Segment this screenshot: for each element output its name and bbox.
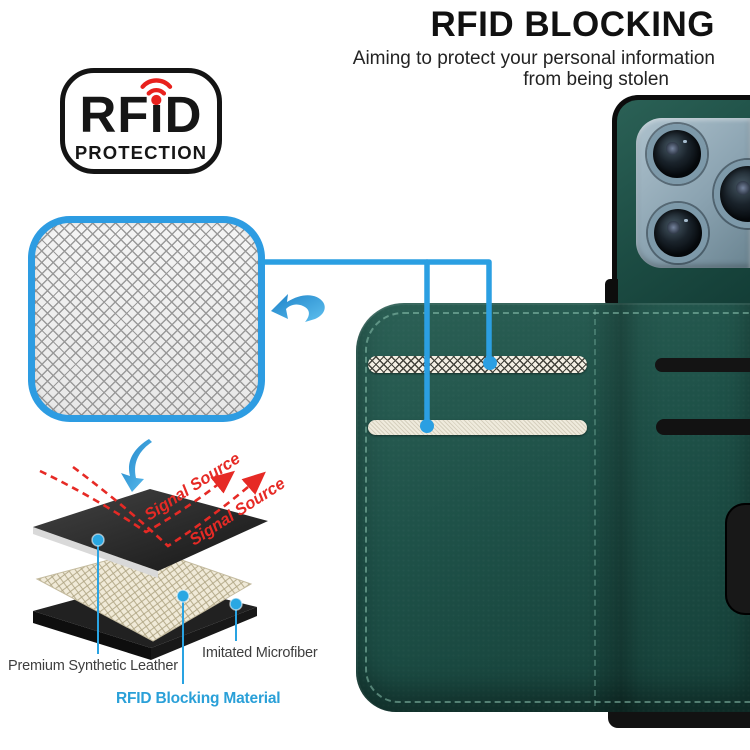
wallet-case	[356, 303, 750, 712]
signal-arrows	[39, 465, 266, 548]
badge-brand-text: RFı D	[79, 78, 203, 143]
rfid-mesh-sheet	[35, 548, 253, 642]
card-slit-lower	[656, 419, 750, 435]
spine-stitch-line	[594, 309, 596, 706]
rfid-protection-badge: RFı D PROTECTION	[60, 68, 222, 174]
label-premium-leather: Premium Synthetic Leather	[8, 658, 178, 674]
side-pocket-window	[725, 503, 750, 615]
camera-lens-top	[647, 124, 707, 184]
page-subtitle: Aiming to protect your personal informat…	[353, 48, 715, 91]
leader-dots	[91, 533, 243, 611]
brand-suffix: D	[164, 86, 203, 143]
signal-source-label-2: Signal Source	[186, 474, 288, 549]
curved-left-arrow-icon	[271, 294, 325, 322]
curved-down-arrow-icon	[121, 439, 152, 492]
badge-caption: PROTECTION	[74, 142, 208, 163]
header: RFID BLOCKING Aiming to protect your per…	[353, 5, 715, 91]
camera-lens-bottom	[648, 203, 708, 263]
wifi-signal-icon	[140, 78, 173, 105]
brand-i: ı	[140, 78, 173, 140]
subtitle-line-2: from being stolen	[523, 68, 669, 90]
card-slit-upper	[655, 358, 750, 372]
label-rfid-blocking-material: RFID Blocking Material	[116, 690, 281, 707]
leather-sheet	[33, 489, 268, 578]
subtitle-line-1: Aiming to protect your personal informat…	[352, 47, 715, 69]
spine-fold-shadow	[586, 303, 664, 712]
edge-stitching	[365, 312, 750, 703]
label-imitated-microfiber: Imitated Microfiber	[202, 645, 318, 661]
rfid-mesh-swatch	[28, 216, 265, 422]
phone-side-button	[605, 279, 618, 306]
card-slot-rfid-mesh-strip	[368, 356, 587, 373]
page-title: RFID BLOCKING	[430, 5, 715, 44]
signal-source-label-1: Signal Source	[141, 449, 243, 524]
card-slot-lining-strip	[368, 420, 587, 435]
brand-prefix: RF	[79, 86, 150, 143]
